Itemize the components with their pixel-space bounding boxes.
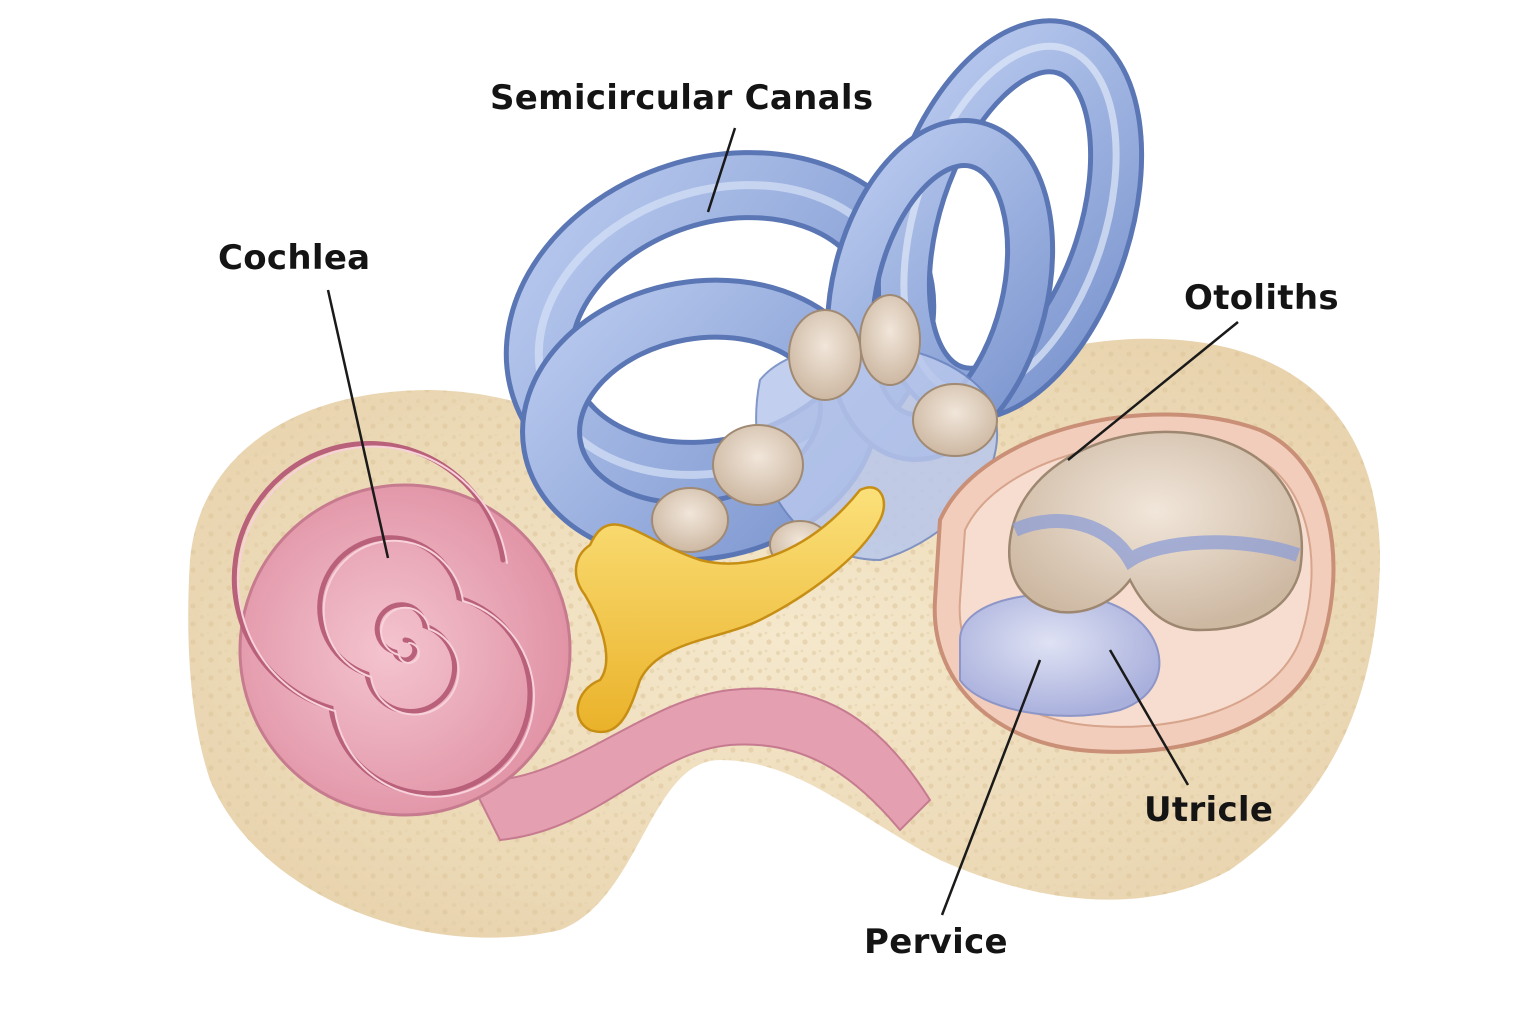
otolith-mass	[1007, 430, 1304, 632]
leader-line-canals	[706, 127, 737, 213]
label-utricle: Utricle	[1144, 790, 1274, 830]
leader-line-utricle	[1108, 649, 1190, 786]
saccule	[959, 593, 1161, 717]
label-semicircular-canals: Semicircular Canals	[490, 78, 874, 118]
label-pervice: Pervice	[864, 922, 1008, 962]
cochlear-duct	[468, 687, 932, 842]
leader-line-pervice	[940, 659, 1042, 916]
vestibular-structure	[574, 486, 886, 734]
leader-lines	[326, 127, 1239, 916]
leader-line-otoliths	[1067, 321, 1239, 461]
label-cochlea: Cochlea	[218, 238, 371, 278]
ampullae	[651, 294, 998, 570]
label-otoliths: Otoliths	[1184, 278, 1339, 318]
cochlea-spiral	[231, 441, 572, 817]
leader-line-cochlea	[326, 289, 390, 559]
